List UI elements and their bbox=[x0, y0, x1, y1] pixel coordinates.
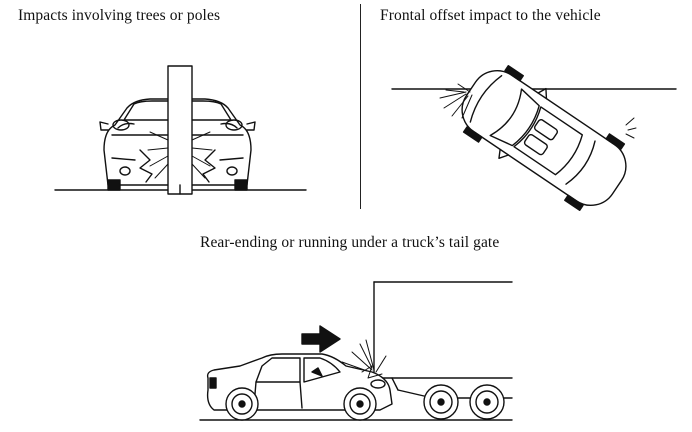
caption-rear-ending: Rear-ending or running under a truck’s t… bbox=[200, 234, 500, 251]
caption-trees-poles: Impacts involving trees or poles bbox=[18, 7, 221, 24]
truck-underride-illustration bbox=[199, 281, 513, 421]
panel-divider bbox=[360, 4, 362, 209]
pole-impact-illustration bbox=[54, 65, 307, 195]
caption-frontal-offset: Frontal offset impact to the vehicle bbox=[380, 7, 601, 24]
frontal-offset-illustration bbox=[391, 64, 677, 212]
